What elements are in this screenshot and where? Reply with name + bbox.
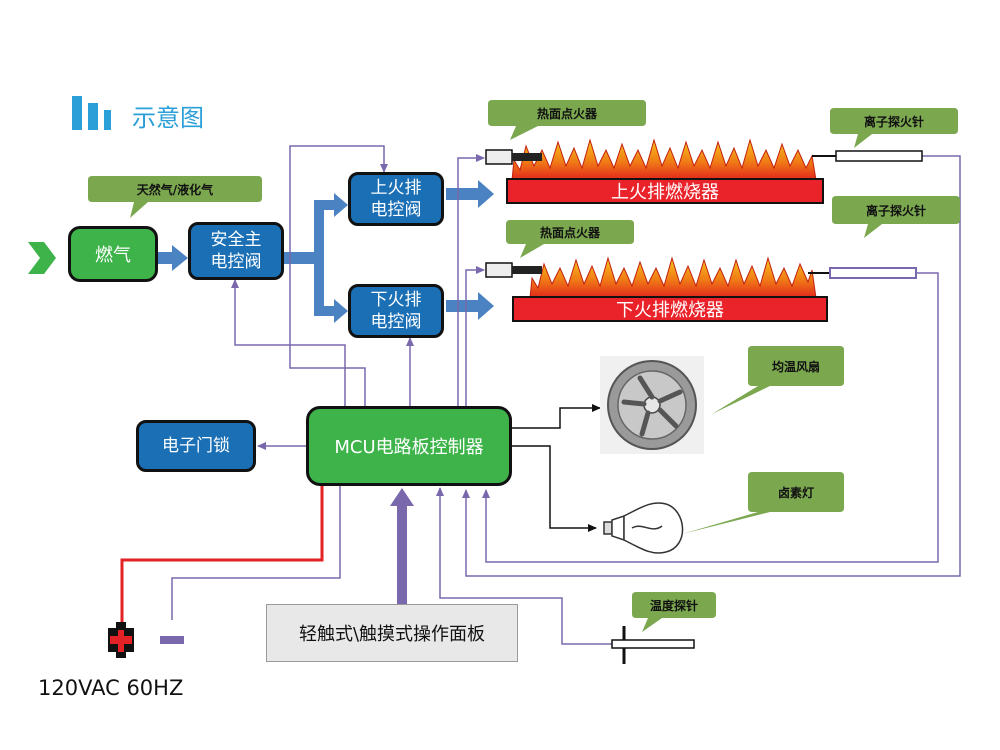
page-title: 示意图 <box>132 104 204 132</box>
lower-burner: 下火排燃烧器 <box>512 296 828 322</box>
lower-flames <box>529 256 817 299</box>
power-wire-red <box>120 482 324 630</box>
door-lock: 电子门锁 <box>136 420 256 472</box>
callout-flame-probe-top: 离子探火针 <box>830 108 958 148</box>
callout-flame-probe-top-text: 离子探火针 <box>864 114 924 129</box>
fan-icon <box>600 356 704 454</box>
callout-fan: 均温风扇 <box>712 346 844 414</box>
upper-burner-label: 上火排燃烧器 <box>611 182 719 203</box>
callout-igniter-top-text: 热面点火器 <box>537 106 598 121</box>
mcu-controller: MCU电路板控制器 <box>306 406 512 486</box>
plus-icon <box>108 622 134 658</box>
lower-valve: 下火排 电控阀 <box>348 284 444 338</box>
lower-valve-label-line1: 下火排 <box>370 290 422 310</box>
callout-igniter-bottom: 热面点火器 <box>506 220 634 258</box>
callout-flame-probe-bottom-text: 离子探火针 <box>866 203 926 218</box>
lower-igniter-icon <box>485 262 542 278</box>
callout-lamp-text: 卤素灯 <box>778 485 814 500</box>
mcu-label: MCU电路板控制器 <box>334 437 484 458</box>
main-valve-label-line1: 安全主 <box>210 230 262 250</box>
callout-temp-probe-text: 温度探针 <box>650 598 698 613</box>
minus-icon <box>160 636 184 644</box>
upper-flame-probe-icon <box>812 150 923 162</box>
callout-igniter-bottom-text: 热面点火器 <box>540 225 601 240</box>
upper-valve-label-line2: 电控阀 <box>370 200 422 220</box>
gas-flow-arrows <box>158 180 494 323</box>
callout-temp-probe: 温度探针 <box>632 592 716 632</box>
gas-label: 燃气 <box>95 245 131 266</box>
callout-igniter-top: 热面点火器 <box>488 100 646 140</box>
main-safety-valve: 安全主 电控阀 <box>188 222 284 280</box>
door-lock-label: 电子门锁 <box>162 436 230 456</box>
callout-flame-probe-bottom: 离子探火针 <box>832 196 960 238</box>
upper-flames <box>511 138 817 181</box>
control-panel: 轻触式\触摸式操作面板 <box>266 604 518 662</box>
main-valve-label-line2: 电控阀 <box>210 252 262 272</box>
lower-burner-label: 下火排燃烧器 <box>616 300 724 321</box>
control-wires <box>171 145 961 645</box>
gas-node: 燃气 <box>68 226 158 282</box>
control-panel-label: 轻触式\触摸式操作面板 <box>298 624 486 645</box>
lower-flame-probe-icon <box>808 267 917 279</box>
callout-lamp: 卤素灯 <box>682 472 844 534</box>
upper-burner: 上火排燃烧器 <box>506 178 824 204</box>
callout-gas-type-text: 天然气/液化气 <box>137 182 213 197</box>
upper-valve: 上火排 电控阀 <box>348 172 444 226</box>
panel-arrow <box>390 488 414 604</box>
temperature-probe-icon <box>611 626 695 664</box>
header-logo-icon <box>72 96 111 130</box>
lower-valve-label-line2: 电控阀 <box>370 312 422 332</box>
power-spec: 120VAC 60HZ <box>38 676 184 700</box>
callout-gas-type: 天然气/液化气 <box>88 176 262 218</box>
output-arrows <box>512 404 601 532</box>
upper-igniter-icon <box>485 149 542 165</box>
callout-fan-text: 均温风扇 <box>772 359 820 374</box>
halogen-lamp-icon <box>603 502 684 554</box>
upper-valve-label-line1: 上火排 <box>370 178 422 198</box>
gas-inlet-chevron-icon <box>28 242 56 274</box>
